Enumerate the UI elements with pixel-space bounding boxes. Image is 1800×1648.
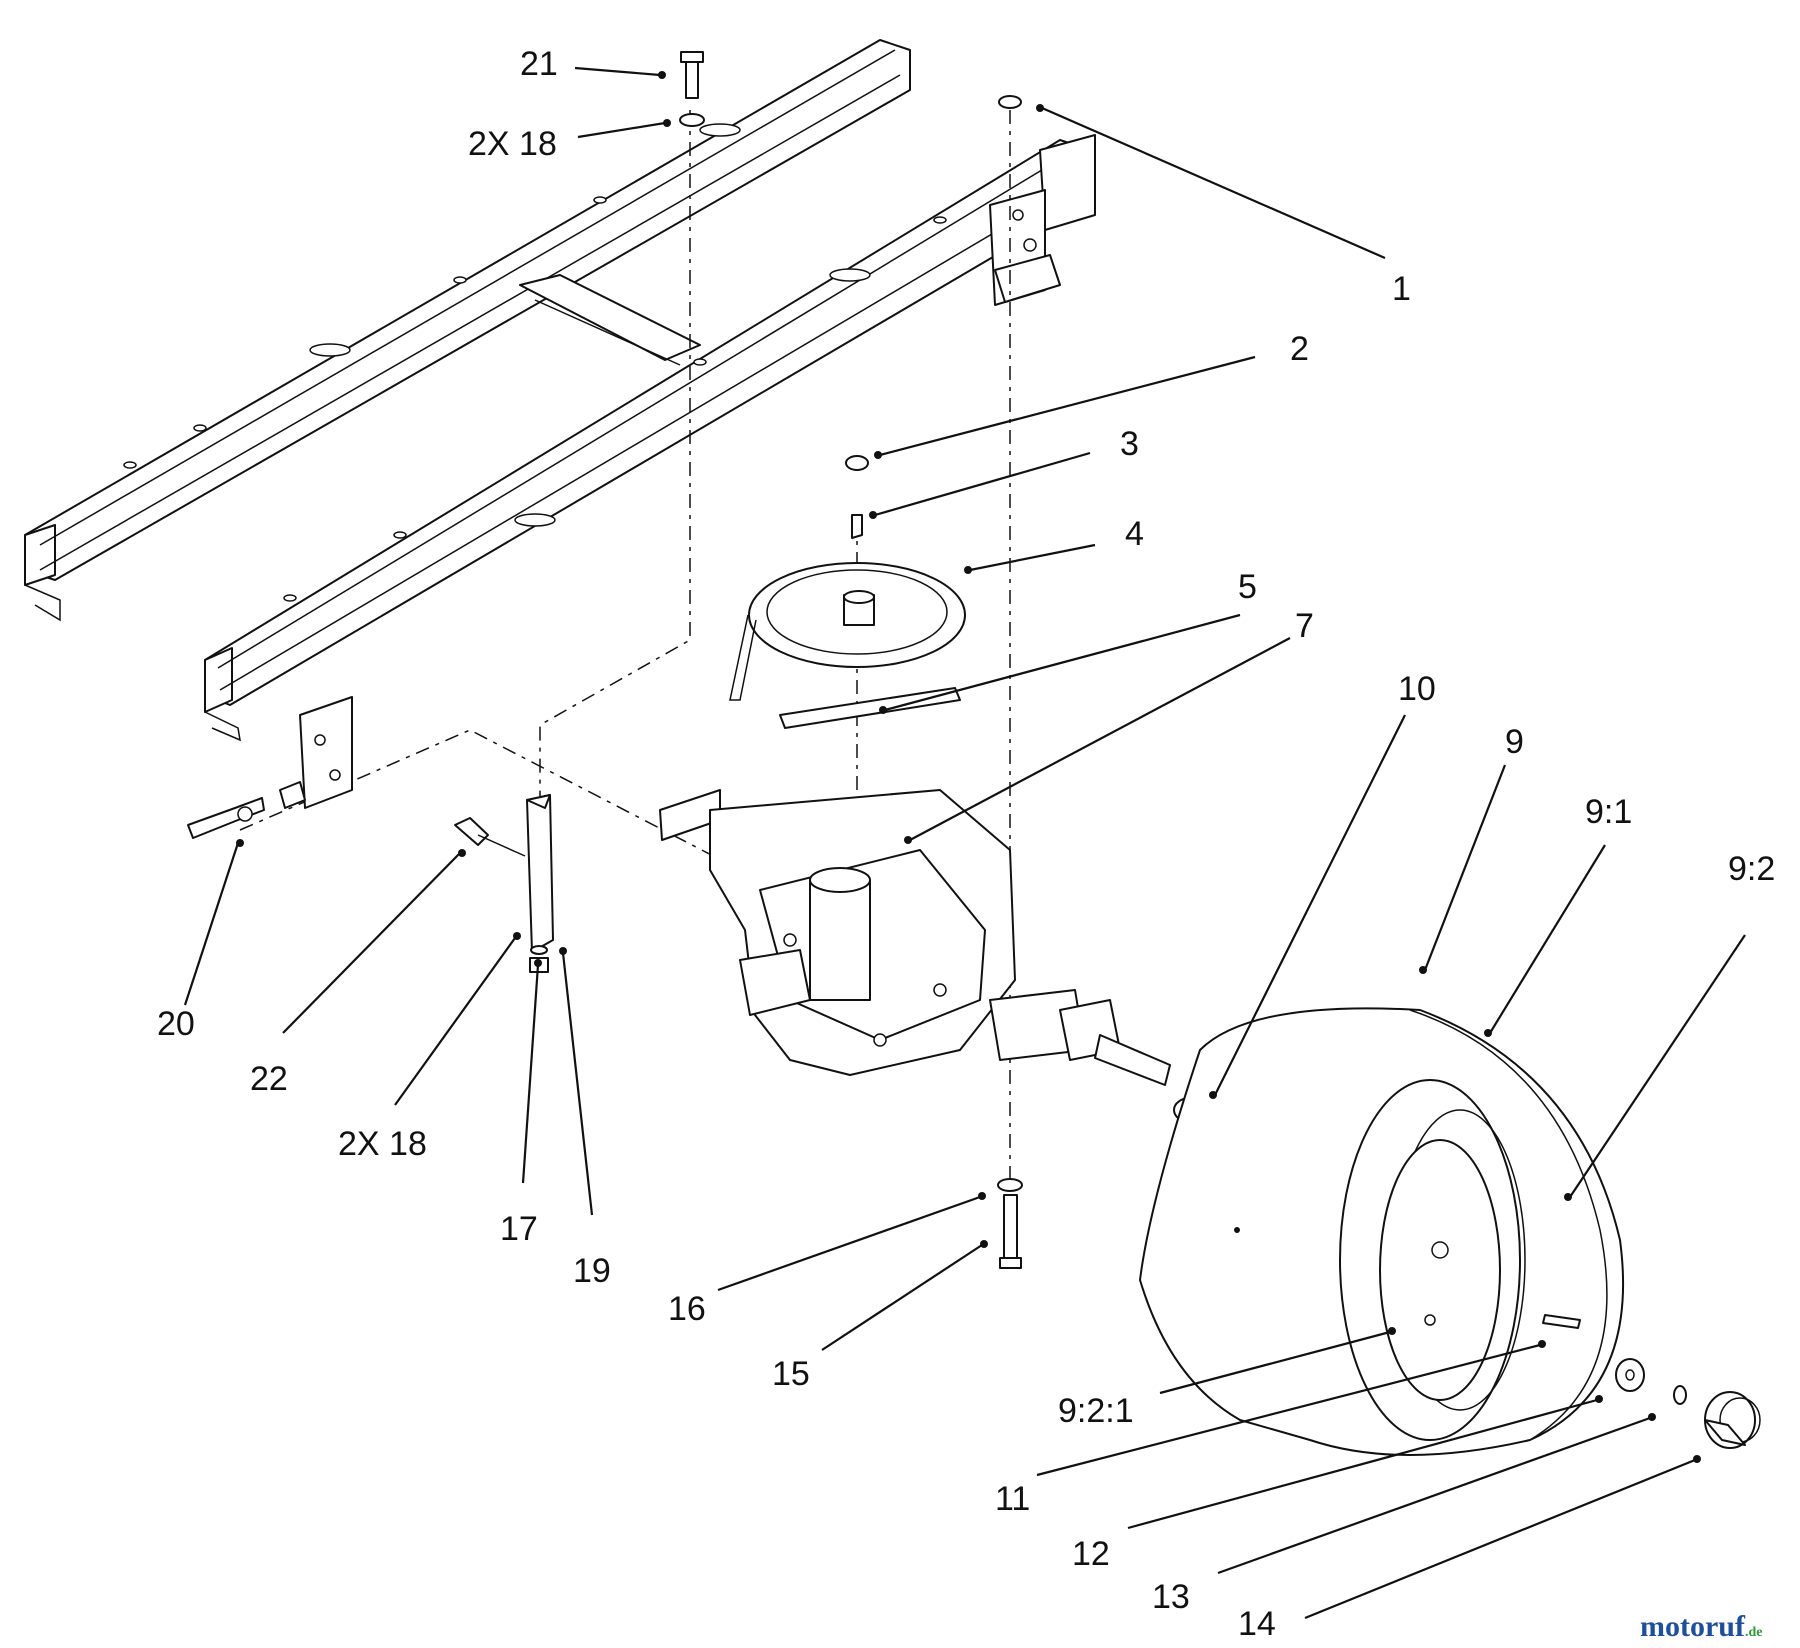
callout-16: 16 [668, 1290, 706, 1328]
mounting-bracket-lower [279, 696, 353, 809]
watermark-brand: motoruf [1640, 1610, 1746, 1643]
callout-12: 12 [1072, 1535, 1110, 1573]
callout-5: 5 [1238, 568, 1257, 606]
callout-labels: 1 2 3 4 5 7 10 9 9:1 9:2 21 2X 18 20 22 … [157, 45, 1775, 1643]
washer-16 [997, 1178, 1023, 1192]
bolt-15 [999, 1194, 1022, 1269]
transaxle [659, 789, 1121, 1076]
callout-13: 13 [1152, 1578, 1190, 1616]
mounting-bracket-upper [989, 189, 1061, 306]
rail-holes [123, 123, 947, 602]
shoulder-bolt [454, 817, 526, 857]
svg-text:motoruf.de: motoruf.de [1640, 1610, 1762, 1643]
frame-rail-left [24, 39, 911, 622]
callout-9: 9 [1505, 723, 1524, 761]
washer-18-top [679, 113, 705, 127]
callout-14: 14 [1238, 1605, 1276, 1643]
drive-belt [729, 614, 961, 729]
leader-lines [183, 66, 1746, 1620]
cross-member [519, 274, 701, 366]
rear-wheel [1139, 1007, 1624, 1456]
bracket-19 [526, 794, 554, 953]
callout-9-2-1: 9:2:1 [1058, 1392, 1134, 1430]
wheel-washer-12 [1615, 1358, 1645, 1392]
callout-9-1: 9:1 [1585, 793, 1632, 831]
callout-4: 4 [1125, 515, 1144, 553]
callout-21: 21 [520, 45, 558, 83]
nut-1 [998, 95, 1022, 109]
frame-rail-right [204, 134, 1096, 742]
drive-pulley [748, 562, 966, 668]
callout-2x18-top: 2X 18 [468, 125, 557, 163]
bolt-21 [680, 51, 704, 99]
key-2 [845, 455, 869, 471]
nut-washer-17 [529, 945, 549, 973]
callout-20: 20 [157, 1005, 195, 1043]
hub-cap-14 [1704, 1391, 1761, 1449]
callout-2: 2 [1290, 330, 1309, 368]
callout-11: 11 [995, 1480, 1030, 1518]
callout-7: 7 [1295, 607, 1314, 645]
callout-1: 1 [1392, 270, 1411, 308]
callout-15: 15 [772, 1355, 810, 1393]
callout-19: 19 [573, 1252, 611, 1290]
wheel-key-11 [1542, 1314, 1581, 1329]
callout-3: 3 [1120, 425, 1139, 463]
watermark-logo: motoruf.de [1640, 1610, 1762, 1643]
callout-17: 17 [500, 1210, 538, 1248]
retaining-ring-13 [1673, 1385, 1687, 1405]
watermark-suffix: .de [1745, 1625, 1763, 1640]
callout-9-2: 9:2 [1728, 850, 1775, 888]
callout-10: 10 [1398, 670, 1436, 708]
rod-end-fitting [187, 797, 265, 839]
callout-22: 22 [250, 1060, 288, 1098]
axle-shaft [1094, 1034, 1171, 1086]
key-3 [851, 514, 863, 539]
callout-2x18-bottom: 2X 18 [338, 1125, 427, 1163]
